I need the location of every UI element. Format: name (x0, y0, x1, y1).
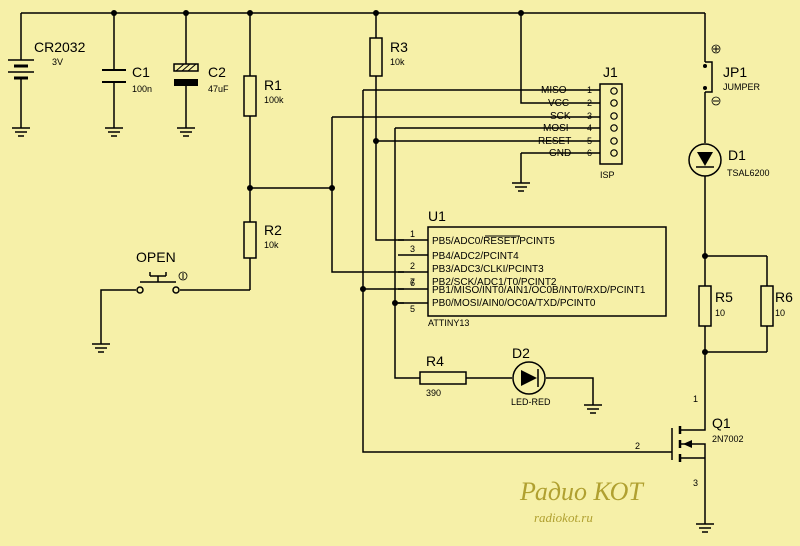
u1-pin-num: 6 (410, 278, 415, 288)
j1-pin-name: RESET (538, 136, 571, 147)
resistor-r2: R2 10k (243, 221, 282, 259)
u1-pin-name: PB4/ADC2/PCINT4 (432, 251, 519, 262)
q1-pin-source: 3 (693, 478, 698, 488)
r2-value: 10k (264, 240, 279, 250)
c2-value: 47uF (208, 84, 229, 94)
j1-pin-num: 4 (587, 123, 592, 133)
r5-value: 10 (715, 308, 725, 318)
d1-ref: D1 (728, 147, 746, 163)
capacitor-c1: C1 100n (102, 64, 152, 94)
watermark-logo: Радио КОТ radiokot.ru (519, 477, 644, 525)
ir-led-d1: D1 TSAL6200 (688, 143, 770, 178)
j1-pin-name: GND (549, 148, 571, 159)
u1-pin-name: PB0/MOSI/AIN0/OC0A/TXD/PCINT0 (432, 298, 596, 309)
j1-pin-num: 2 (587, 98, 592, 108)
resistor-r4: R4 390 (419, 353, 467, 398)
d2-ref: D2 (512, 345, 530, 361)
j1-ref: J1 (603, 64, 618, 80)
r6-value: 10 (775, 308, 785, 318)
q1-pin-gate: 2 (635, 441, 640, 451)
pushbutton-switch: OPEN (136, 249, 188, 294)
watermark-line1: Радио КОТ (519, 477, 644, 506)
d2-value: LED-RED (511, 397, 551, 407)
j1-pin-num: 3 (587, 111, 592, 121)
c1-value: 100n (132, 84, 152, 94)
r2-ref: R2 (264, 222, 282, 238)
isp-header-j1: J1 ISP MISO VCC SCK MOSI RESET GND 1 2 3… (538, 64, 623, 180)
r6-ref: R6 (775, 289, 793, 305)
wires (20, 12, 768, 524)
resistor-r5: R5 10 (698, 285, 733, 327)
resistor-r3: R3 10k (369, 37, 408, 77)
r3-ref: R3 (390, 39, 408, 55)
j1-pin-num: 6 (587, 148, 592, 158)
junction-dots (111, 10, 708, 355)
jumper-jp1: JP1 JUMPER (703, 44, 761, 106)
c2-ref: C2 (208, 64, 226, 80)
q1-value: 2N7002 (712, 434, 744, 444)
u1-pin-num: 7 (410, 277, 415, 287)
r4-ref: R4 (426, 353, 444, 369)
mcu-u1: U1 ATTINY13 1 3 2 7 6 5 PB5/ADC0/RESET/P… (410, 208, 667, 328)
mosfet-q1: 1 2 3 Q1 2N7002 (635, 394, 744, 488)
jp1-value: JUMPER (723, 82, 761, 92)
u1-pin-num: 5 (410, 304, 415, 314)
battery-value: 3V (52, 57, 63, 67)
u1-pin-name: PB1/MISO/INT0/AIN1/OC0B/INT0/RXD/PCINT1 (432, 285, 646, 296)
u1-pin-num: 2 (410, 261, 415, 271)
battery-cr2032: CR2032 3V (8, 39, 86, 80)
watermark-line2: radiokot.ru (534, 510, 593, 525)
r1-value: 100k (264, 95, 284, 105)
j1-pin-name: MOSI (543, 123, 569, 134)
j1-pin-num: 1 (587, 85, 592, 95)
jp1-ref: JP1 (723, 64, 747, 80)
q1-pin-drain: 1 (693, 394, 698, 404)
j1-value: ISP (600, 170, 615, 180)
resistor-r1: R1 100k (243, 75, 284, 117)
r3-value: 10k (390, 57, 405, 67)
resistor-r6: R6 10 (760, 285, 793, 327)
j1-pin-num: 5 (587, 136, 592, 146)
u1-pin-name: PB5/ADC0/RESET/PCINT5 (432, 236, 555, 247)
u1-ref: U1 (428, 208, 446, 224)
q1-ref: Q1 (712, 415, 731, 431)
u1-pin-num: 1 (410, 229, 415, 239)
c1-ref: C1 (132, 64, 150, 80)
r5-ref: R5 (715, 289, 733, 305)
u1-pin-name: PB2/SCK/ADC1/T0/PCINT2 (432, 277, 557, 288)
j1-pin-name: VCC (548, 98, 569, 109)
switch-ref: OPEN (136, 249, 176, 265)
j1-pin-name: MISO (541, 85, 567, 96)
d1-value: TSAL6200 (727, 168, 770, 178)
j1-pin-name: SCK (550, 111, 571, 122)
u1-value: ATTINY13 (428, 318, 469, 328)
ground-symbols (12, 127, 714, 533)
u1-pin-num: 3 (410, 244, 415, 254)
led-d2: D2 LED-RED (511, 345, 551, 407)
battery-ref: CR2032 (34, 39, 86, 55)
u1-pin-name: PB3/ADC3/CLKI/PCINT3 (432, 264, 544, 275)
capacitor-c2: C2 47uF (173, 63, 229, 94)
r1-ref: R1 (264, 77, 282, 93)
r4-value: 390 (426, 388, 441, 398)
